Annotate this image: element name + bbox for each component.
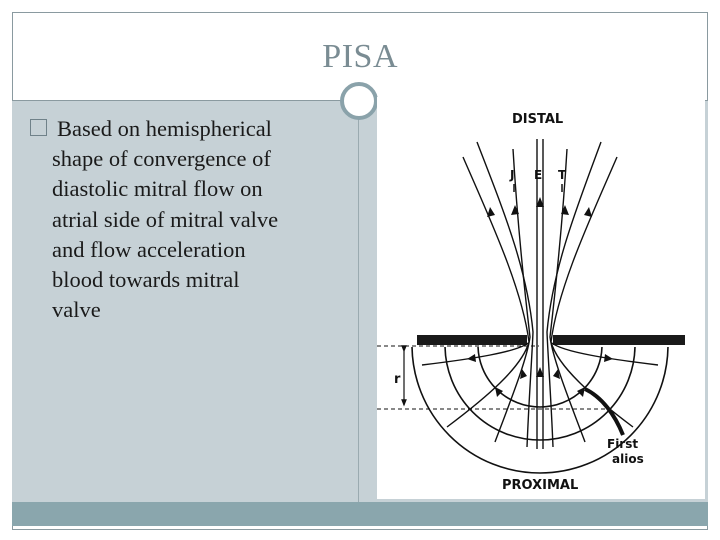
streamline [494,148,531,443]
flow-arrow-up [511,205,519,215]
proximal-label: PROXIMAL [502,478,578,493]
left-content-panel [12,101,359,502]
bullet-line: and flow acceleration [52,236,246,262]
flow-arrow-up [487,207,495,217]
bullet-line: atrial side of mitral valve [52,206,279,232]
flow-arrow-up [520,369,527,379]
flow-arrow-up [495,387,503,397]
slide-title: PISA [322,38,398,75]
bullet-line: blood towards mitral [52,267,240,293]
bullet-line: valve [52,297,101,323]
bullet-line: shape of convergence of [52,146,271,172]
streamline [476,141,534,448]
title-area: PISA [12,12,708,100]
isovelocity-shell-middle [444,347,636,441]
bullet-line: Based on hemispherical [57,116,272,141]
jet-label-e: E [534,168,542,182]
first-alios-pointer [584,387,625,436]
flow-arrow-up [553,369,560,379]
bullet-text-block: Based on hemispherical shape of converge… [30,114,350,325]
flow-arrow-up [584,207,592,217]
streamline [546,141,602,448]
streamline [550,156,634,428]
valve-plate-right [553,335,685,345]
streamline [421,342,529,366]
radius-label: r [394,372,401,387]
jet-label-t: T [558,168,567,182]
square-bullet-icon [30,119,47,136]
pisa-diagram: DISTAL J E T r First alios PROXIMAL [377,97,705,499]
streamline [549,148,586,443]
distal-label: DISTAL [512,112,563,127]
flow-arrow-in [467,354,476,362]
flow-arrow-up [536,197,544,207]
first-label: First [607,437,638,451]
alios-label: alios [612,452,644,466]
isovelocity-shell-outer [411,347,669,474]
flow-arrow-up [577,387,585,397]
streamline [551,342,659,366]
bottom-accent-bar [12,502,708,526]
flow-arrow-up [536,367,544,377]
streamline [446,156,530,428]
bullet-line: diastolic mitral flow on [52,176,263,202]
flow-arrow-up [561,205,569,215]
jet-label-j: J [509,168,514,182]
isovelocity-shell-inner [477,347,603,408]
flow-arrow-in [604,354,613,362]
valve-plate-left [417,335,527,345]
ring-icon [340,82,378,120]
